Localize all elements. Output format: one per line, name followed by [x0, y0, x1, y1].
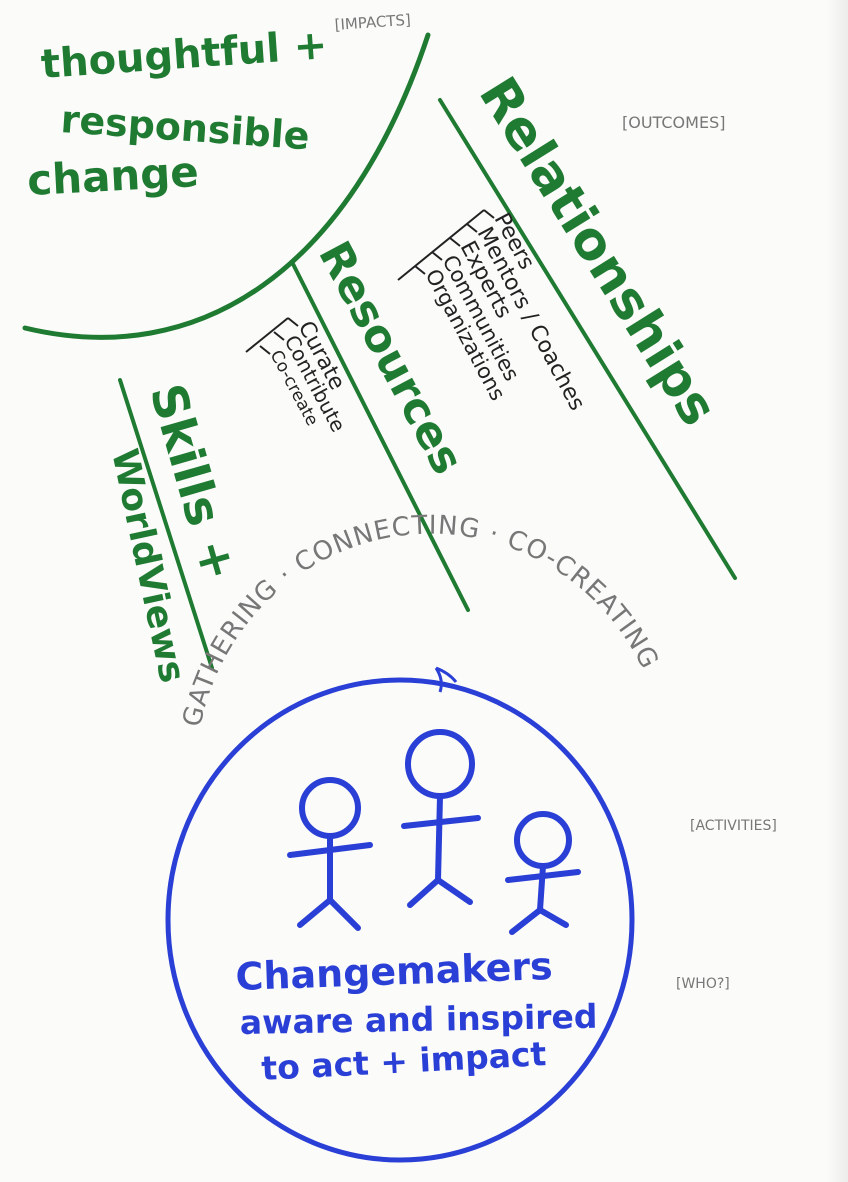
activities-arrow-icon: [434, 666, 458, 693]
relationships-items-ticks: [414, 209, 495, 275]
relationships-items-bracket: [397, 209, 485, 281]
relationships-branch-line: [438, 98, 737, 580]
outcomes-label: [OUTCOMES]: [622, 113, 725, 132]
page-edge-shadow: [826, 0, 848, 1182]
changemaker-figure-center: [401, 729, 481, 908]
impacts-label: [IMPACTS]: [334, 11, 411, 34]
who-line-2: aware and inspired: [239, 997, 597, 1042]
who-label: [WHO?]: [676, 976, 730, 992]
activities-circle: [165, 677, 635, 1163]
impact-line-1: thoughtful +: [39, 22, 328, 88]
activities-arc-text: GATHERING · CONNECTING · CO-CREATING: [177, 510, 664, 729]
resources-items-ticks: [259, 317, 299, 355]
resources-branch-line: [290, 260, 470, 612]
changemaker-figure-left: [287, 777, 373, 931]
changemaker-figure-right: [505, 811, 581, 935]
impact-line-3: change: [26, 147, 200, 205]
skills-branch-line: [118, 378, 214, 670]
resources-items-bracket: [245, 317, 289, 353]
who-line-3: to act + impact: [260, 1034, 547, 1088]
who-line-1: Changemakers: [235, 944, 554, 999]
activities-label: [ACTIVITIES]: [690, 818, 777, 834]
resources-items: Curate Contribute Co-create: [245, 317, 351, 436]
impacts-divider-curve: [22, 32, 431, 340]
